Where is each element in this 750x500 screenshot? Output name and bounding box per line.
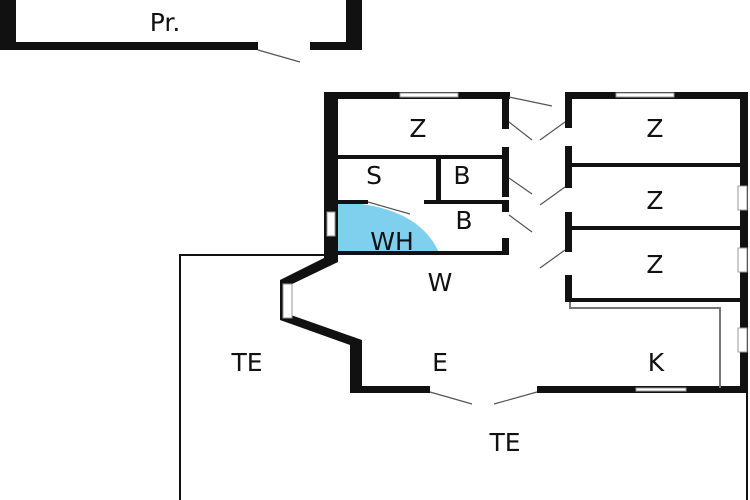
wh-highlight: [338, 202, 440, 255]
room-label-z: Z: [646, 250, 663, 279]
room-label-pr: Pr.: [150, 8, 181, 37]
room-label-z: Z: [409, 114, 426, 143]
walls: [280, 92, 748, 393]
room-label-w: W: [428, 268, 453, 297]
room-label-z: Z: [646, 186, 663, 215]
room-label-te: TE: [230, 348, 262, 377]
terrace: [179, 254, 748, 500]
room-label-s: S: [366, 161, 382, 190]
room-label-k: K: [648, 348, 665, 377]
door-swings: [367, 96, 566, 405]
room-label-z: Z: [646, 114, 663, 143]
room-label-b: B: [453, 161, 470, 190]
room-label-te: TE: [488, 428, 520, 457]
room-label-wh: WH: [370, 227, 414, 256]
room-label-b: B: [455, 206, 472, 235]
room-label-e: E: [432, 348, 448, 377]
outbuilding-pr: Pr.: [0, 0, 362, 63]
